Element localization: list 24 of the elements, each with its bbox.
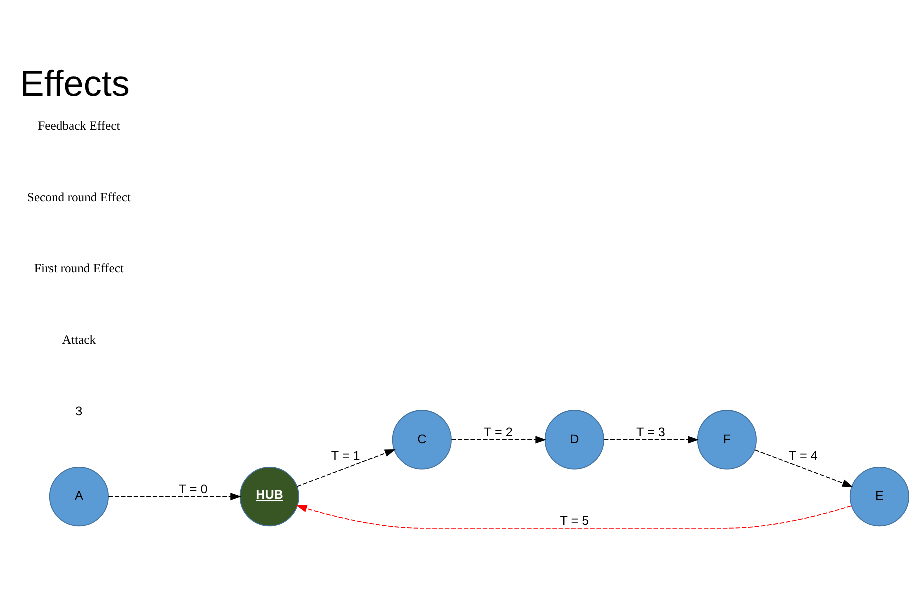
node-circle: D [544, 410, 604, 470]
node-circle: F [697, 410, 757, 470]
edge-label: T = 0 [178, 482, 208, 496]
node-circle: C [392, 410, 452, 470]
edge-label: T = 3 [636, 426, 666, 440]
edge-label: T = 1 [331, 448, 360, 463]
edge-label: T = 5 [560, 514, 590, 528]
edge-label: T = 2 [484, 426, 513, 440]
label: 3 [76, 404, 83, 418]
arrow [108, 493, 242, 501]
label: Attack [62, 333, 96, 348]
node-circle: E [850, 467, 910, 527]
edge-label: T = 4 [788, 448, 818, 463]
label: Feedback Effect [38, 119, 120, 134]
node-circle: A [49, 467, 109, 527]
label: Second round Effect [27, 190, 131, 204]
label: First round Effect [34, 262, 124, 276]
arrow [451, 436, 547, 444]
arrow [604, 436, 700, 444]
diagram-title: Effects [20, 63, 130, 104]
arrow [296, 505, 852, 529]
node-circle: HUB [240, 467, 300, 527]
arrow [754, 450, 854, 488]
arrow [297, 450, 396, 488]
